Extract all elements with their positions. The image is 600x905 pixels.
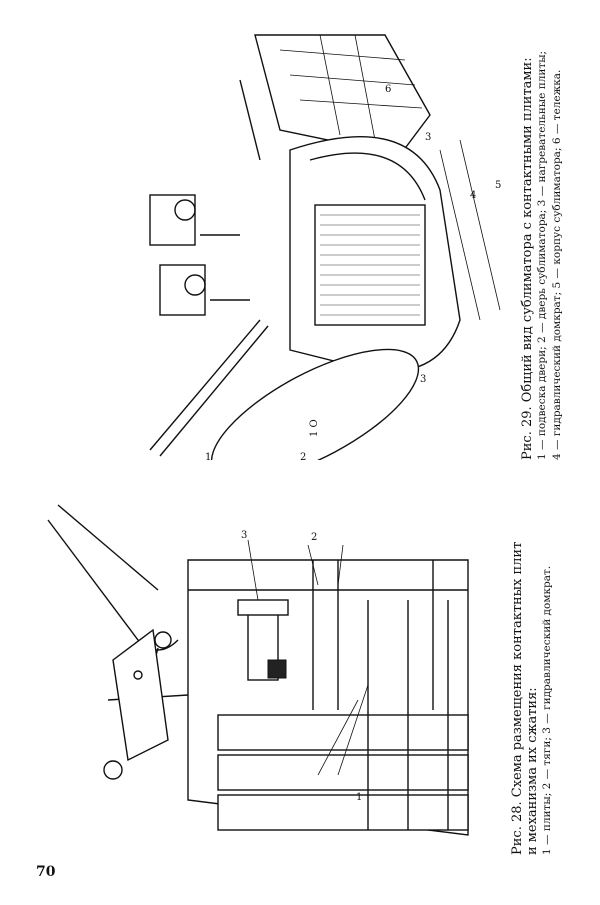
figure-28-title-line2: и механизма их сжатия: — [525, 687, 540, 855]
figure-29-legend-line1: 1 — подвеска двери; 2 — дверь сублиматор… — [536, 50, 548, 460]
callout-1: 1 — [205, 452, 211, 460]
condenser-boxes — [149, 194, 250, 316]
figure-29-caption: Рис. 29. Общий вид сублиматора с контакт… — [520, 20, 565, 460]
door-marking: 1 О — [309, 419, 320, 437]
trolley — [239, 34, 441, 341]
figure-28-legend: 1 — плиты; 2 — тяги; 3 — гидравлический … — [541, 565, 553, 855]
heating-plates — [314, 204, 426, 326]
figure-29-legend-line2: 4 — гидравлический домкрат; 5 — корпус с… — [551, 69, 563, 460]
figure-28-plates-drawing: 2 3 1 — [38, 500, 478, 845]
figure-29-title: Рис. 29. Общий вид сублиматора с контакт… — [520, 57, 535, 460]
sublimator-door: 1 О — [210, 348, 420, 460]
callout-3: 3 — [241, 530, 247, 541]
callout-3b: 3 — [420, 374, 426, 385]
figure-28-title-line1: Рис. 28. Схема размещения контактных пли… — [510, 541, 525, 855]
callout-3a: 3 — [425, 132, 431, 143]
callout-2: 2 — [311, 532, 317, 543]
callout-1: 1 — [356, 792, 362, 803]
press-frame — [187, 559, 469, 836]
callout-2: 2 — [300, 452, 306, 460]
door-rail — [149, 319, 269, 457]
hydraulic-jack — [237, 599, 289, 681]
callout-5: 5 — [495, 180, 501, 191]
page-number: 70 — [36, 864, 56, 880]
figure-29-sublimator-drawing: 1 О 6 3 4 5 3 2 1 — [140, 20, 520, 460]
base-block — [112, 628, 169, 762]
figure-28-caption: Рис. 28. Схема размещения контактных пли… — [510, 495, 555, 855]
callout-4: 4 — [470, 190, 476, 201]
callout-6: 6 — [385, 84, 391, 95]
